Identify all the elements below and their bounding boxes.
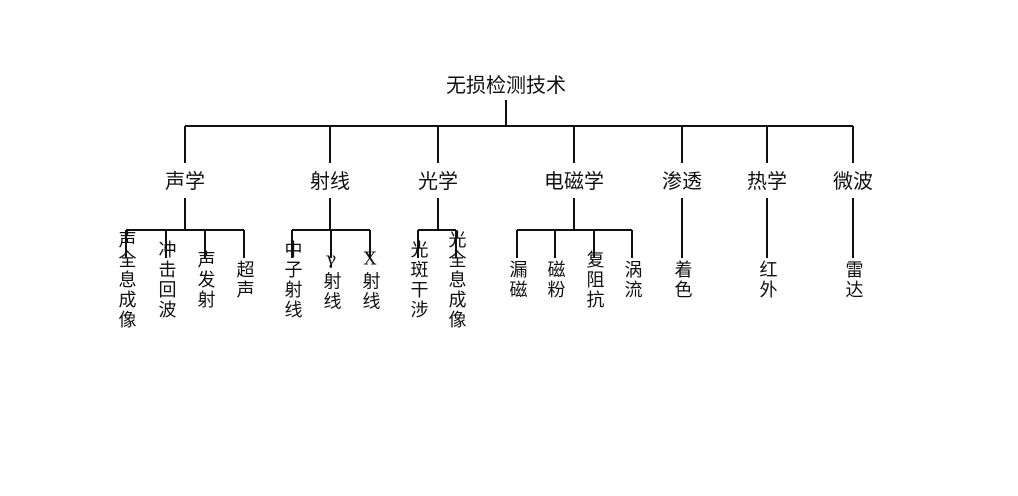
method-label: 光斑干涉 <box>408 240 429 320</box>
method-label: 复阻抗 <box>584 250 605 310</box>
method-label: 声全息成像 <box>116 230 137 330</box>
category-label: 热学 <box>747 169 787 193</box>
category-label: 光学 <box>418 169 458 193</box>
category-label: 渗透 <box>662 169 702 193</box>
method-label: 漏磁 <box>507 260 528 300</box>
method-label: 红外 <box>757 260 778 300</box>
category-label: 声学 <box>165 169 205 193</box>
category-label: 电磁学 <box>544 169 604 193</box>
method-label: γ射线 <box>321 249 342 312</box>
method-label: 磁粉 <box>545 260 566 300</box>
category-label: 微波 <box>833 169 873 193</box>
method-label: 冲击回波 <box>156 240 177 320</box>
method-label: 光全息成像 <box>446 230 467 330</box>
method-label: 雷达 <box>843 260 864 300</box>
method-label: 超声 <box>234 260 255 300</box>
method-label: X射线 <box>360 249 381 312</box>
category-label: 射线 <box>310 169 350 193</box>
method-label: 着色 <box>672 260 693 300</box>
method-label: 中子射线 <box>282 240 303 320</box>
method-label: 声发射 <box>195 250 216 310</box>
root-title: 无损检测技术 <box>446 73 566 97</box>
method-label: 涡流 <box>622 260 643 300</box>
